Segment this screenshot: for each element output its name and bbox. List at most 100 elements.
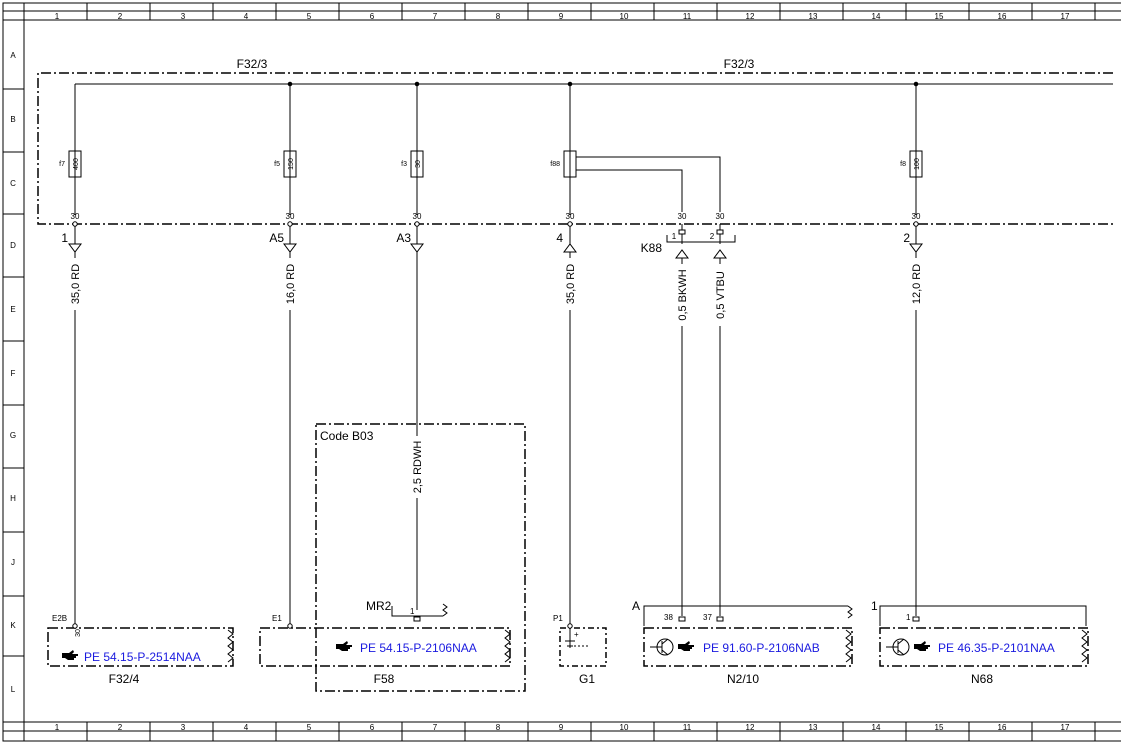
column-label: 4 bbox=[244, 723, 249, 732]
component-n2-10[interactable]: A 38 37 PE 91.60-P-2106NAB N2/10 bbox=[632, 599, 853, 686]
terminal-label: 30 bbox=[286, 212, 295, 221]
connector-label: 4 bbox=[556, 231, 563, 245]
connector-a3[interactable]: A3 bbox=[396, 226, 424, 253]
connector-label: A5 bbox=[269, 231, 284, 245]
connector-label: 2 bbox=[903, 231, 910, 245]
fuse-rating: 150 bbox=[288, 158, 295, 170]
component-g1[interactable]: P1 + G1 bbox=[553, 614, 607, 686]
fuse-f88[interactable]: f88 30 bbox=[550, 84, 577, 227]
relay-pin: 2 bbox=[710, 232, 715, 241]
column-label: 3 bbox=[181, 723, 186, 732]
fuse-box-outline bbox=[37, 72, 1113, 225]
fuse-box-label-left: F32/3 bbox=[237, 57, 268, 71]
terminal-label: 30 bbox=[566, 212, 575, 221]
component-reference-link[interactable]: PE 54.15-P-2106NAA bbox=[360, 641, 477, 655]
column-dividers bbox=[23, 3, 1096, 741]
wire-label: 2,5 RDWH bbox=[412, 441, 424, 494]
wire-6[interactable]: 0,5 VTBU bbox=[714, 258, 727, 616]
wire-4[interactable]: 35,0 RD bbox=[564, 252, 577, 626]
wire-3[interactable]: 2,5 RDWH bbox=[411, 252, 424, 610]
row-label: F bbox=[11, 369, 16, 378]
pin-label: MR2 bbox=[366, 599, 392, 613]
terminal-label: 30 bbox=[75, 629, 82, 637]
column-label: 11 bbox=[683, 12, 692, 21]
column-label: 12 bbox=[746, 723, 755, 732]
pin-number: 38 bbox=[664, 613, 673, 622]
connector-2[interactable]: 2 bbox=[903, 226, 923, 253]
fuse-id: f88 bbox=[550, 161, 560, 168]
terminal-label: 30 bbox=[678, 212, 687, 221]
code-box-label: Code B03 bbox=[320, 429, 374, 443]
terminal-label: 30 bbox=[71, 212, 80, 221]
row-label: E bbox=[10, 305, 15, 314]
wire-label: 16,0 RD bbox=[285, 264, 297, 304]
column-labels-top: 1 2 3 4 5 6 7 8 9 10 11 12 13 14 15 16 1… bbox=[55, 12, 1070, 21]
component-reference-link[interactable]: PE 91.60-P-2106NAB bbox=[703, 641, 820, 655]
row-label: K bbox=[10, 621, 16, 630]
column-label: 1 bbox=[55, 12, 60, 21]
row-label: J bbox=[11, 558, 15, 567]
column-label: 8 bbox=[496, 723, 501, 732]
component-n68[interactable]: 1 1 PE 46.35-P-2101NAA N68 bbox=[871, 599, 1089, 686]
row-dividers bbox=[3, 19, 24, 723]
column-label: 2 bbox=[118, 723, 123, 732]
component-reference-link[interactable]: PE 46.35-P-2101NAA bbox=[938, 641, 1055, 655]
fuse-id: f3 bbox=[401, 161, 407, 168]
fuse-f7[interactable]: f7 400 30 bbox=[59, 84, 82, 227]
column-label: 2 bbox=[118, 12, 123, 21]
wire-2[interactable]: 16,0 RD bbox=[284, 252, 297, 626]
column-label: 13 bbox=[809, 12, 818, 21]
column-label: 7 bbox=[433, 723, 438, 732]
fuse-rating: 30 bbox=[415, 160, 422, 168]
connector-a5[interactable]: A5 bbox=[269, 226, 297, 253]
column-label: 9 bbox=[559, 723, 564, 732]
transistor-icon bbox=[886, 638, 910, 656]
relay-k88[interactable]: K88 1 2 bbox=[641, 224, 736, 259]
column-label: 9 bbox=[559, 12, 564, 21]
wire-label: 12,0 RD bbox=[911, 264, 923, 304]
fuse-f8[interactable]: f8 100 30 bbox=[900, 84, 923, 227]
column-label: 13 bbox=[809, 723, 818, 732]
fuse-f3[interactable]: f3 30 30 bbox=[401, 84, 424, 227]
pin-number: 37 bbox=[703, 613, 712, 622]
pin-number: 1 bbox=[906, 613, 911, 622]
fuse-id: f8 bbox=[900, 161, 906, 168]
component-name: F32/4 bbox=[109, 672, 140, 686]
pin-label: P1 bbox=[553, 614, 563, 623]
pin-label: E1 bbox=[272, 614, 282, 623]
column-label: 15 bbox=[935, 723, 944, 732]
wire-5[interactable]: 0,5 BKWH bbox=[676, 258, 689, 616]
column-label: 7 bbox=[433, 12, 438, 21]
terminal-label: 30 bbox=[716, 212, 725, 221]
connector-4[interactable]: 4 bbox=[556, 226, 577, 253]
column-label: 10 bbox=[620, 12, 629, 21]
wire-label: 35,0 RD bbox=[70, 264, 82, 304]
wire-7[interactable]: 12,0 RD bbox=[910, 252, 923, 616]
component-f32-4[interactable]: E2B 30 PE 54.15-P-2514NAA F32/4 bbox=[47, 614, 234, 686]
wire-label: 35,0 RD bbox=[565, 264, 577, 304]
component-name: F58 bbox=[374, 672, 395, 686]
terminal-label: 30 bbox=[413, 212, 422, 221]
column-label: 16 bbox=[998, 723, 1007, 732]
column-label: 12 bbox=[746, 12, 755, 21]
component-reference-link[interactable]: PE 54.15-P-2514NAA bbox=[84, 650, 201, 664]
column-label: 5 bbox=[307, 12, 312, 21]
relay-pin: 1 bbox=[672, 232, 677, 241]
component-f58[interactable]: MR2 1 PE 54.15-P-2106NAA F58 bbox=[336, 599, 511, 686]
column-labels-bottom: 1 2 3 4 5 6 7 8 9 10 11 12 13 14 15 16 1… bbox=[55, 723, 1070, 732]
row-labels: A B C D E F G H J K L bbox=[10, 51, 16, 694]
terminal-label: 30 bbox=[912, 212, 921, 221]
wire-1[interactable]: 35,0 RD bbox=[69, 252, 82, 626]
relay-supply-lines bbox=[576, 156, 721, 212]
relay-terminals: 30 30 bbox=[678, 212, 725, 221]
component-e1[interactable]: E1 bbox=[259, 614, 511, 667]
pin-label: E2B bbox=[52, 614, 67, 623]
hand-pointer-icon bbox=[62, 650, 78, 660]
transistor-icon bbox=[650, 638, 674, 656]
relay-label: K88 bbox=[641, 241, 663, 255]
connector-1[interactable]: 1 bbox=[61, 226, 82, 253]
column-label: 5 bbox=[307, 723, 312, 732]
fuse-f5[interactable]: f5 150 30 bbox=[274, 84, 297, 227]
row-label: C bbox=[10, 179, 16, 188]
